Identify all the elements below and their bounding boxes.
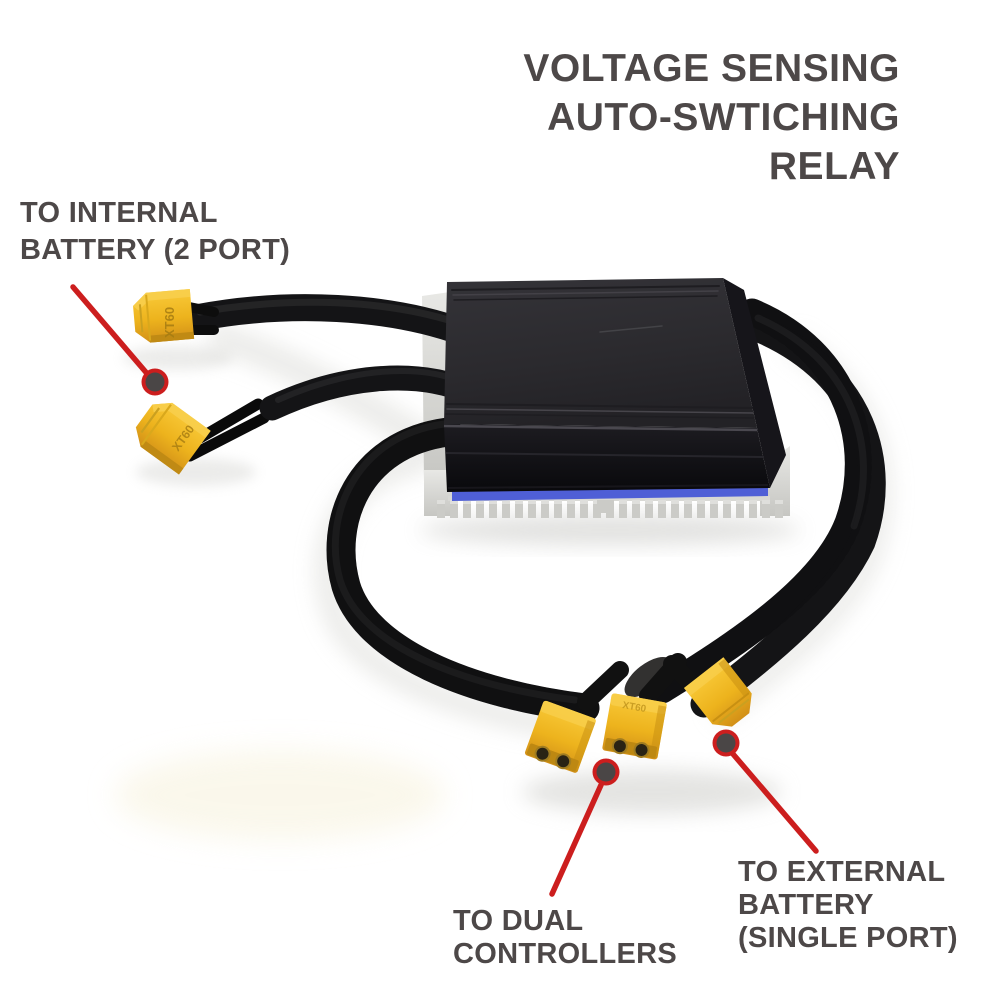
title-line-3: RELAY xyxy=(768,145,900,188)
wire-stub xyxy=(194,398,264,444)
callout-annotations xyxy=(70,284,819,897)
sleeve-fray xyxy=(624,656,672,698)
wire-stub xyxy=(184,412,270,462)
callout-line-internal-battery xyxy=(70,284,153,380)
xt60-emboss-label: XT60 xyxy=(162,307,177,338)
cable-controller-loop xyxy=(326,417,600,723)
title-line-2: AUTO-SWTICHING xyxy=(547,96,900,139)
box-front-face xyxy=(444,424,770,492)
relay-box xyxy=(443,278,786,492)
callout-line-dual-controllers xyxy=(549,782,604,897)
cables xyxy=(179,294,886,723)
cable-internal-1 xyxy=(182,294,476,346)
callout-line-external-battery xyxy=(730,751,819,854)
callout-label-external-battery: TO EXTERNAL BATTERY (SINGLE PORT) xyxy=(738,856,958,954)
heatsink-fin-gap xyxy=(597,500,614,513)
callout-label-dual-controllers: TO DUAL CONTROLLERS xyxy=(453,905,678,970)
title-line-1: VOLTAGE SENSING xyxy=(523,47,900,90)
connectors: XT60 XT60 XT60 xyxy=(127,287,762,775)
callout-label-internal-battery: TO INTERNAL BATTERY (2 PORT) xyxy=(20,197,291,266)
box-right-face xyxy=(723,278,786,488)
box-ridges xyxy=(445,285,755,419)
xt60-emboss-label: XT60 xyxy=(621,700,647,715)
box-top-face xyxy=(444,278,757,428)
page-title: VOLTAGE SENSING AUTO-SWTICHING RELAY xyxy=(523,44,900,191)
wire-stub xyxy=(577,661,629,711)
